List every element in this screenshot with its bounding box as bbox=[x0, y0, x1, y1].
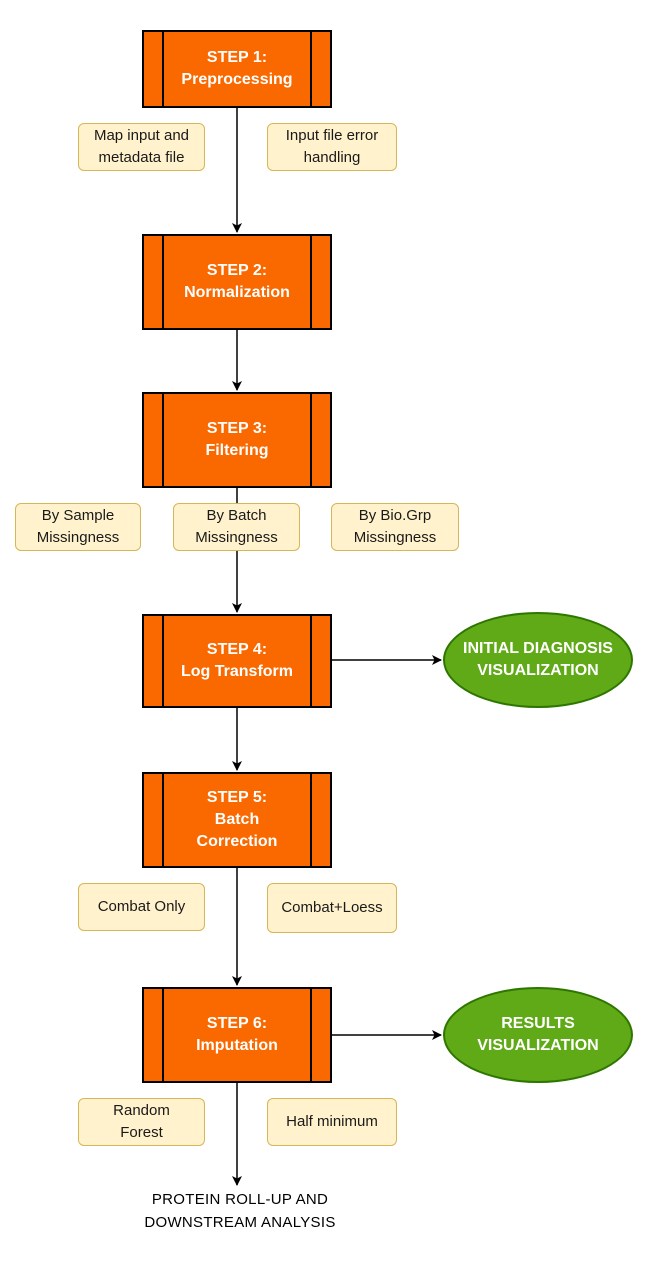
note-random-forest: Random Forest bbox=[78, 1098, 205, 1146]
final-output-label: PROTEIN ROLL-UP AND DOWNSTREAM ANALYSIS bbox=[144, 1191, 336, 1231]
note-half-minimum: Half minimum bbox=[267, 1098, 397, 1146]
note-input-error-label: Input file error handling bbox=[285, 127, 379, 166]
initial-diagnosis-label: INITIAL DIAGNOSIS VISUALIZATION bbox=[463, 640, 613, 679]
results-visualization: RESULTS VISUALIZATION bbox=[443, 987, 633, 1083]
initial-diagnosis-visualization: INITIAL DIAGNOSIS VISUALIZATION bbox=[443, 612, 633, 708]
note-by-sample: By Sample Missingness bbox=[15, 503, 141, 551]
note-map-input-label: Map input and metadata file bbox=[93, 127, 190, 166]
step-4-box: STEP 4: Log Transform bbox=[142, 614, 332, 708]
note-combat-only-label: Combat Only bbox=[97, 898, 186, 915]
step-6-label: STEP 6: Imputation bbox=[196, 1015, 278, 1054]
step-5-box: STEP 5: Batch Correction bbox=[142, 772, 332, 868]
note-combat-loess: Combat+Loess bbox=[267, 883, 397, 933]
step-6-box: STEP 6: Imputation bbox=[142, 987, 332, 1083]
final-output-text: PROTEIN ROLL-UP AND DOWNSTREAM ANALYSIS bbox=[95, 1188, 385, 1234]
note-by-sample-label: By Sample Missingness bbox=[36, 507, 120, 546]
step-4-label: STEP 4: Log Transform bbox=[180, 641, 293, 680]
step-2-box: STEP 2: Normalization bbox=[142, 234, 332, 330]
note-half-minimum-label: Half minimum bbox=[286, 1113, 378, 1130]
step-3-label: STEP 3: Filtering bbox=[205, 420, 269, 459]
note-input-error: Input file error handling bbox=[267, 123, 397, 171]
note-by-bio-grp-label: By Bio.Grp Missingness bbox=[353, 507, 437, 546]
step-5-label: STEP 5: Batch Correction bbox=[196, 789, 278, 850]
note-by-bio-grp: By Bio.Grp Missingness bbox=[331, 503, 459, 551]
note-combat-only: Combat Only bbox=[78, 883, 205, 931]
note-random-forest-label: Random Forest bbox=[113, 1102, 170, 1141]
step-1-label: STEP 1: Preprocessing bbox=[181, 49, 293, 88]
note-by-batch-label: By Batch Missingness bbox=[195, 507, 278, 546]
results-visualization-label: RESULTS VISUALIZATION bbox=[477, 1015, 599, 1054]
step-2-label: STEP 2: Normalization bbox=[184, 262, 290, 301]
step-1-box: STEP 1: Preprocessing bbox=[142, 30, 332, 108]
note-by-batch: By Batch Missingness bbox=[173, 503, 300, 551]
note-combat-loess-label: Combat+Loess bbox=[281, 899, 383, 916]
note-map-input: Map input and metadata file bbox=[78, 123, 205, 171]
step-3-box: STEP 3: Filtering bbox=[142, 392, 332, 488]
